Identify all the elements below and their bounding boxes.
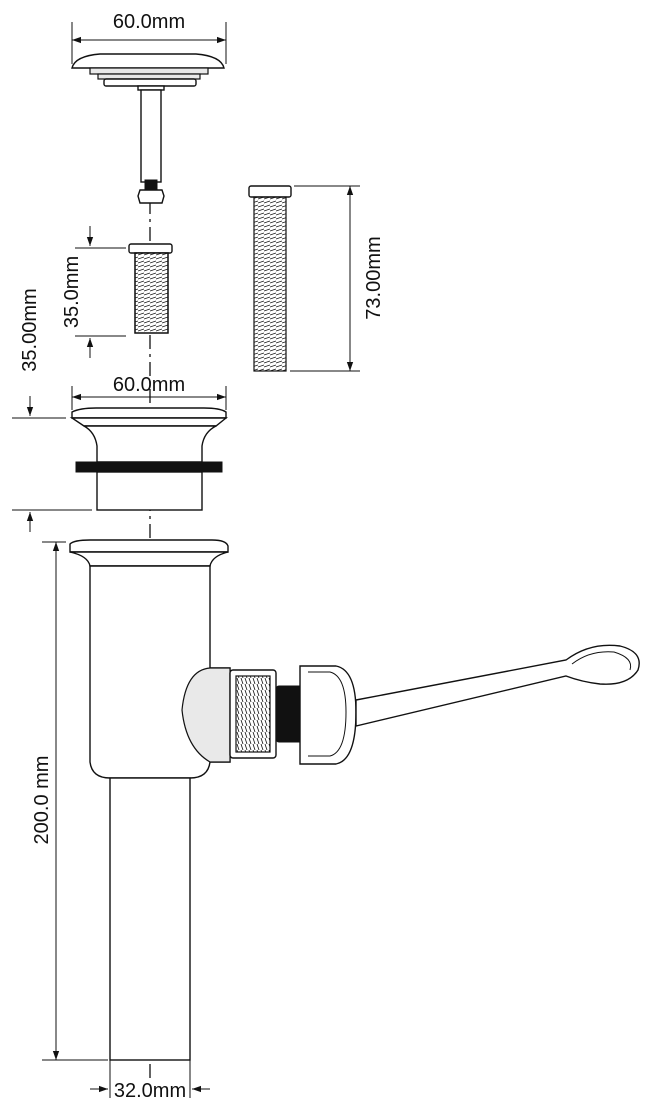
small-screw bbox=[128, 243, 173, 334]
long-screw-length-dimension: 73.00mm bbox=[363, 236, 385, 319]
tail-diameter-dimension: 32.0mm bbox=[114, 1080, 186, 1102]
flange-width-dimension: 60.0mm bbox=[113, 374, 185, 396]
waste-body bbox=[69, 539, 640, 1061]
long-screw bbox=[248, 185, 292, 372]
body-length-dimension: 200.0 mm bbox=[31, 756, 53, 845]
drain-flange bbox=[69, 407, 228, 511]
cap-width-dimension: 60.0mm bbox=[113, 11, 185, 33]
small-screw-length-dimension: 35.0mm bbox=[61, 256, 83, 328]
popup-cap bbox=[71, 53, 225, 204]
flange-height-dimension: 35.00mm bbox=[19, 288, 41, 371]
